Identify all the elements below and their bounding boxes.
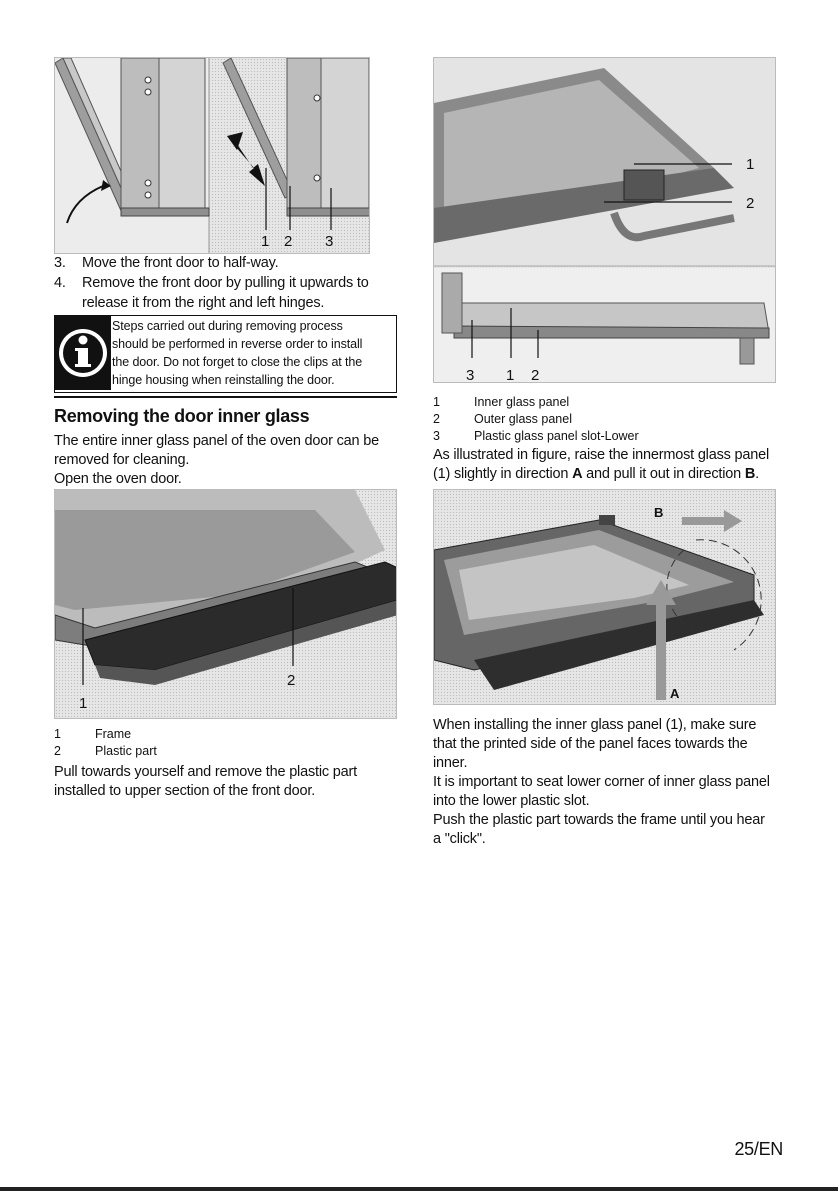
slot-label-2: 2 <box>531 367 539 383</box>
slot-label-3: 3 <box>466 367 474 383</box>
legend-plastic-slot: 3 Plastic glass panel slot-Lower <box>433 429 639 443</box>
pull-line: Pull towards yourself and remove the pla… <box>54 764 357 780</box>
install-line: It is important to seat lower corner of … <box>433 774 770 790</box>
hinge-label-3: 3 <box>325 233 333 250</box>
step-4-number: 4. <box>54 275 66 291</box>
pull-instructions: Pull towards yourself and remove the pla… <box>54 763 399 801</box>
legend-plastic-part: 2 Plastic part <box>54 744 157 758</box>
step-3-number: 3. <box>54 255 66 271</box>
note-text: Steps carried out during removing proces… <box>112 317 395 389</box>
direction-b: B <box>744 466 756 482</box>
intro-line: The entire inner glass panel of the oven… <box>54 433 379 449</box>
install-line: into the lower plastic slot. <box>433 793 590 809</box>
legend-outer-glass: 2 Outer glass panel <box>433 412 572 426</box>
pull-line: installed to upper section of the front … <box>54 783 316 799</box>
direction-label-a: A <box>670 686 680 701</box>
note-line: the door. Do not forget to close the cli… <box>112 355 363 369</box>
note-line: Steps carried out during removing proces… <box>112 319 343 333</box>
raise-line1: As illustrated in figure, raise the inne… <box>433 447 769 463</box>
install-instructions: When installing the inner glass panel (1… <box>433 716 788 849</box>
note-line: hinge housing when reinstalling the door… <box>112 373 335 387</box>
panel-label-2: 2 <box>746 195 754 212</box>
panel-label-1: 1 <box>746 156 754 173</box>
hinge-label-1: 1 <box>261 233 269 250</box>
intro-line: Open the oven door. <box>54 471 182 487</box>
info-icon <box>55 316 111 390</box>
intro-line: removed for cleaning. <box>54 452 190 468</box>
note-underline <box>54 396 397 398</box>
step-3-text: Move the front door to half-way. <box>82 255 279 271</box>
install-line: Push the plastic part towards the frame … <box>433 812 765 828</box>
footer-rule <box>0 1187 838 1191</box>
legend-inner-glass: 1 Inner glass panel <box>433 395 570 409</box>
figure-glass-panels: 1 2 3 1 2 <box>433 57 776 383</box>
note-box: Steps carried out during removing proces… <box>54 315 397 393</box>
figure-door-hinge: 1 2 3 <box>54 57 370 254</box>
section-intro: The entire inner glass panel of the oven… <box>54 432 399 489</box>
step-4-text-line1: Remove the front door by pulling it upwa… <box>82 275 369 291</box>
note-line: should be performed in reverse order to … <box>112 337 363 351</box>
raise-instructions: As illustrated in figure, raise the inne… <box>433 446 783 484</box>
direction-a: A <box>572 466 583 482</box>
step-4: 4. Remove the front door by pulling it up… <box>54 274 384 293</box>
install-line: a "click". <box>433 831 486 847</box>
plastic-label-2: 2 <box>287 672 295 689</box>
section-heading: Removing the door inner glass <box>54 406 310 426</box>
legend-frame: 1 Frame <box>54 727 132 741</box>
install-line: inner. <box>433 755 468 771</box>
slot-label-1: 1 <box>506 367 514 383</box>
direction-label-b: B <box>654 505 663 520</box>
frame-label-1: 1 <box>79 695 87 712</box>
figure-glass-direction: B A <box>433 489 776 705</box>
install-line: that the printed side of the panel faces… <box>433 736 748 752</box>
step-3: 3. Move the front door to half-way. <box>54 254 384 273</box>
raise-line2: (1) slightly in direction A and pull it … <box>433 466 759 482</box>
figure-oven-door-frame: 1 2 <box>54 489 397 719</box>
step-4-line2: release it from the right and left hinge… <box>82 295 325 311</box>
install-line: When installing the inner glass panel (1… <box>433 717 757 733</box>
hinge-label-2: 2 <box>284 233 292 250</box>
page-number: 25/EN <box>734 1139 783 1159</box>
